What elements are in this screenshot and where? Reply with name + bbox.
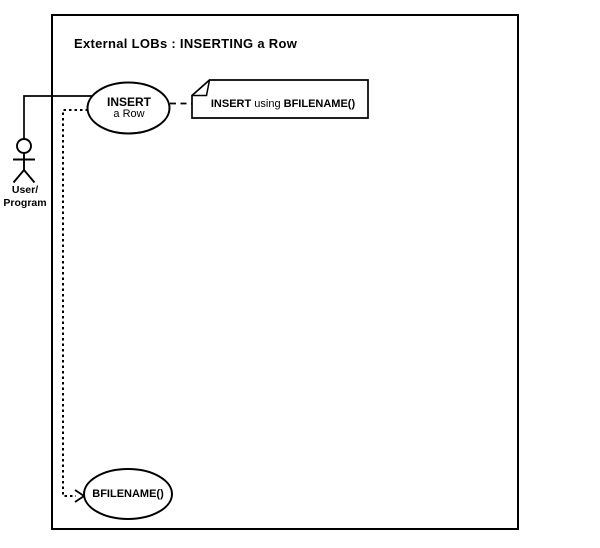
actor-label-line2: Program [3, 196, 47, 209]
system-boundary-rect [51, 14, 519, 530]
actor-label-line1: User/ [11, 184, 39, 196]
dependency-arrowhead-icon [74, 489, 86, 503]
dependency-dashed-line [62, 109, 88, 497]
use-case-insert-label-line2: a Row [113, 108, 145, 120]
note-text-part2: using [251, 98, 284, 110]
use-case-insert-ellipse [86, 81, 171, 135]
note-text: INSERT using BFILENAME() [211, 98, 355, 110]
use-case-insert-label-line1: INSERT [106, 95, 152, 109]
use-case-bfilename-label: BFILENAME() [92, 488, 164, 500]
actor-label: User/ Program [3, 184, 46, 209]
actor-leg-right [23, 169, 36, 184]
actor-figure [12, 138, 36, 184]
use-case-insert-label: INSERT a Row [107, 96, 151, 120]
note-fold-corner [192, 79, 211, 97]
actor-head [16, 138, 32, 154]
use-case-bfilename-ellipse [83, 468, 173, 520]
note-box [191, 79, 369, 119]
note-text-part3: BFILENAME() [283, 98, 356, 110]
actor-association-line [23, 95, 92, 139]
actor-leg-left [12, 169, 25, 184]
diagram-title: External LOBs : INSERTING a Row [74, 36, 298, 51]
note-text-part1: INSERT [210, 98, 252, 110]
